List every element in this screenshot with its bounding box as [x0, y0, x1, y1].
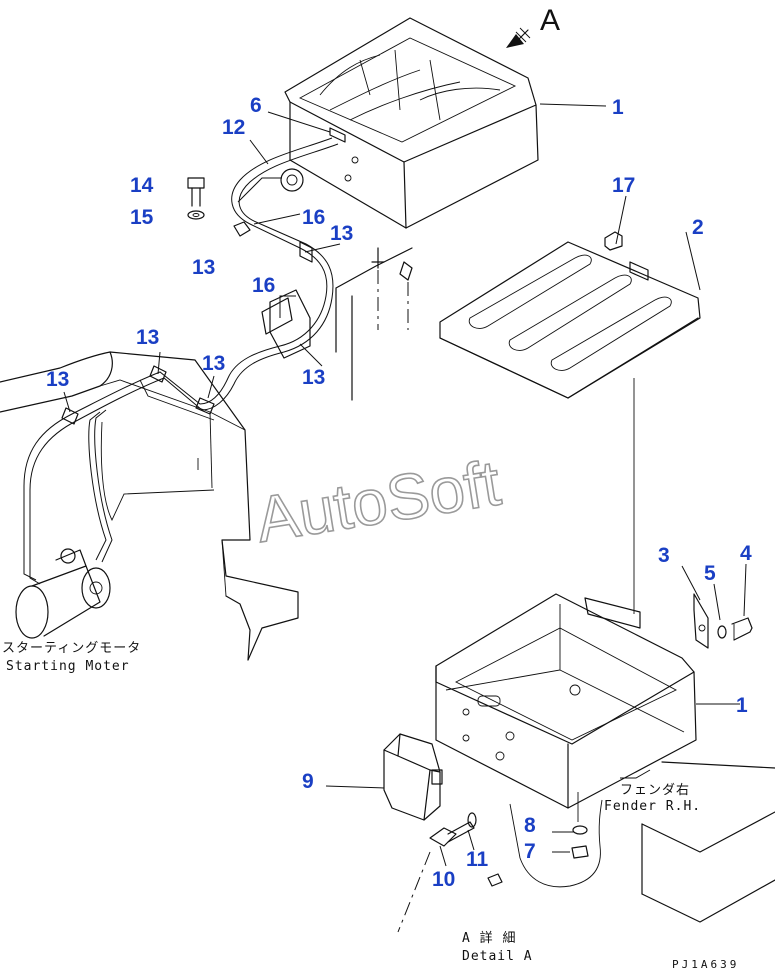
callout-9: 9 — [302, 770, 314, 793]
battery-box-upper — [280, 17, 539, 229]
callout-numbers: 1 1 2 3 4 5 6 7 8 9 10 11 12 13 13 13 13… — [46, 94, 752, 891]
callout-13-a: 13 — [192, 256, 215, 279]
view-marker-label: A — [540, 4, 560, 37]
callout-14: 14 — [130, 174, 154, 197]
battery-cable-harness — [23, 137, 339, 585]
fender-rh — [641, 761, 775, 923]
drawing-code: PJ1A639 — [672, 958, 739, 971]
callout-3: 3 — [658, 544, 670, 567]
notes: スターティングモータ Starting Moter フェンダ右 Fender R… — [2, 641, 739, 971]
callout-12: 12 — [222, 116, 245, 139]
note-fender-en: Fender R.H. — [604, 799, 701, 814]
note-starting-motor-en: Starting Moter — [6, 659, 130, 674]
callout-15: 15 — [130, 206, 154, 229]
note-detail-en: Detail A — [462, 949, 533, 964]
callout-1-upper: 1 — [612, 96, 624, 119]
callout-4: 4 — [740, 542, 752, 565]
frame-structure — [0, 351, 299, 661]
callout-11: 11 — [466, 848, 489, 871]
callout-13-e: 13 — [202, 352, 225, 375]
bracket-assembly — [693, 593, 753, 649]
callout-8: 8 — [524, 814, 536, 837]
detail-wire — [509, 799, 603, 888]
washer-nut-assembly — [571, 792, 589, 859]
callout-13-f: 13 — [46, 368, 69, 391]
terminal-cover — [383, 733, 443, 821]
bolt-10 — [429, 812, 477, 847]
watermark: AutoSoft — [251, 446, 505, 556]
callout-1-lower: 1 — [736, 694, 748, 717]
view-arrow-a: A — [506, 4, 560, 48]
starting-motor — [15, 548, 111, 639]
callout-6: 6 — [250, 94, 262, 117]
leader-lines — [63, 103, 747, 867]
detail-clip — [487, 873, 503, 887]
terminal-pins — [335, 247, 413, 401]
callout-7: 7 — [524, 840, 536, 863]
callout-5: 5 — [704, 562, 716, 585]
callout-2: 2 — [692, 216, 704, 239]
callout-10: 10 — [432, 868, 455, 891]
note-detail-jp: A 詳 細 — [462, 930, 516, 946]
bolt-14 — [187, 177, 205, 220]
callout-13-b: 13 — [330, 222, 353, 245]
callout-16-b: 16 — [252, 274, 275, 297]
detail-centerline — [397, 851, 431, 933]
note-fender-jp: フェンダ右 — [620, 783, 690, 798]
battery-cover — [439, 231, 701, 399]
callout-17: 17 — [612, 174, 635, 197]
battery-box-lower — [435, 593, 697, 809]
callout-13-d: 13 — [136, 326, 159, 349]
callout-16-a: 16 — [302, 206, 325, 229]
note-starting-motor-jp: スターティングモータ — [2, 641, 141, 656]
callout-13-c: 13 — [302, 366, 325, 389]
